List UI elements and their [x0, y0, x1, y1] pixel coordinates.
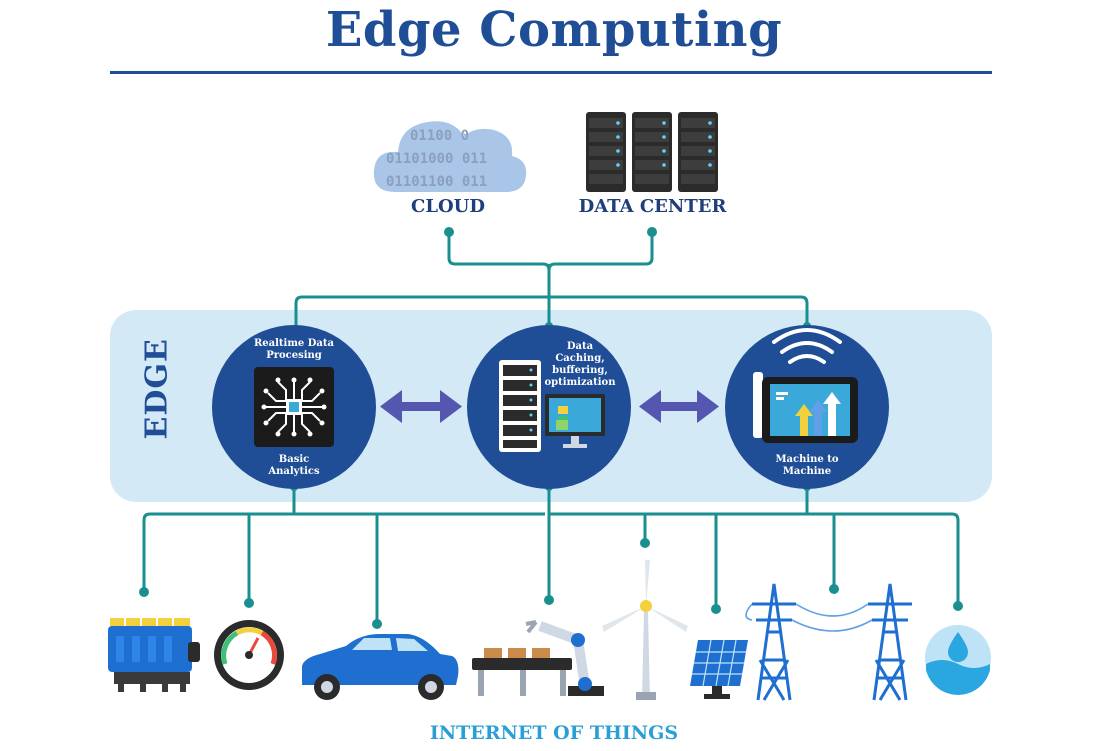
- bottom-connectors: [142, 487, 960, 624]
- server-rack-icon: [586, 112, 718, 192]
- node-caption: optimization: [545, 377, 617, 388]
- node-caption: Data: [567, 341, 594, 352]
- edge-label: EDGE: [139, 338, 175, 440]
- cloud-binary-line: 01100 0: [410, 128, 469, 144]
- cloud-binary-line: 01101000 011: [386, 151, 487, 167]
- engine-block-icon: [108, 618, 200, 692]
- title-underline: [110, 71, 992, 74]
- double-arrow-icon: [380, 390, 462, 423]
- cloud-connector-dot: [444, 227, 454, 237]
- server-rack: [632, 112, 672, 192]
- iot-label: INTERNET OF THINGS: [429, 722, 679, 744]
- water-drop-icon: [925, 625, 991, 695]
- data-center-label: DATA CENTER: [578, 196, 727, 217]
- wind-turbine-icon: [602, 560, 688, 700]
- node-caption: Basic: [279, 454, 309, 465]
- cloud-label: CLOUD: [411, 196, 485, 217]
- server-rack: [678, 112, 718, 192]
- double-arrow-icon: [639, 390, 719, 423]
- solar-panel-icon: [690, 639, 748, 699]
- iot-connector-dots: [139, 483, 963, 629]
- node-caption: Machine: [783, 466, 831, 477]
- processor-chip-icon: [254, 367, 334, 447]
- car-icon: [302, 634, 459, 700]
- node-caption: Analytics: [267, 466, 320, 477]
- power-line-towers-icon: [745, 583, 912, 701]
- page-title: Edge Computing: [325, 2, 783, 58]
- speedometer-icon: [214, 620, 284, 690]
- node-caption: Caching,: [555, 353, 604, 364]
- datacenter-connector-dot: [647, 227, 657, 237]
- top-connectors: [294, 232, 809, 326]
- wireless-tablet-chart-icon: [753, 328, 858, 443]
- cloud-binary-line: 01101100 011: [386, 174, 487, 190]
- node-caption: Procesing: [266, 350, 322, 361]
- node-caption: Realtime Data: [254, 338, 335, 349]
- node-caption: buffering,: [552, 365, 608, 376]
- server-rack: [586, 112, 626, 192]
- cloud-icon: 01100 0 01101000 011 01101100 011: [373, 121, 527, 192]
- robot-arm-conveyor-icon: [472, 620, 604, 696]
- server-monitor-icon: [499, 360, 605, 452]
- node-caption: Machine to: [775, 454, 838, 465]
